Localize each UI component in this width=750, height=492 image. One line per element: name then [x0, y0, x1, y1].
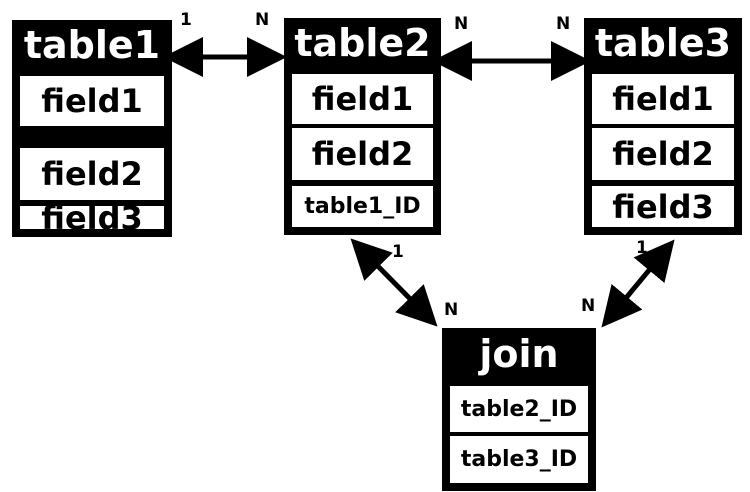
relation-label-t2-t3-from: N — [454, 14, 469, 34]
table3-field-3: field3 — [592, 186, 734, 227]
table3-title: table3 — [594, 21, 732, 65]
join-box: join table2_ID table3_ID — [442, 328, 596, 491]
relation-label-t1-t2-from: 1 — [180, 10, 192, 30]
table2-field-2: field2 — [292, 128, 433, 180]
table2-title: table2 — [294, 21, 431, 65]
relation-label-t2-join-from: 1 — [392, 242, 404, 262]
join-title: join — [479, 332, 559, 376]
relation-label-t3-join-to: N — [581, 296, 596, 316]
arrow-table3-join — [601, 239, 675, 328]
table3-field-2: field2 — [592, 128, 734, 180]
join-field-1: table2_ID — [450, 386, 588, 432]
join-field-2: table3_ID — [450, 436, 588, 483]
relation-label-t1-t2-to: N — [255, 10, 270, 30]
relation-label-t2-t3-to: N — [556, 14, 571, 34]
table1-field-3: field3 — [20, 199, 164, 237]
table2-field-3: table1_ID — [292, 186, 433, 227]
table2-box: table2 field1 field2 table1_ID — [284, 18, 441, 235]
table1-field-1: field1 — [20, 76, 164, 126]
relation-label-t2-join-to: N — [444, 300, 459, 320]
arrow-table2-join — [350, 238, 438, 327]
table1-title: table1 — [23, 23, 161, 67]
table2-field-1: field1 — [292, 74, 433, 124]
table1-box: table1 field1 field2 field3 — [12, 20, 172, 237]
table3-box: table3 field1 field2 field3 — [584, 18, 742, 235]
table3-field-1: field1 — [592, 74, 734, 124]
table1-field-2: field2 — [20, 148, 164, 200]
relation-label-t3-join-from: 1 — [636, 238, 648, 258]
